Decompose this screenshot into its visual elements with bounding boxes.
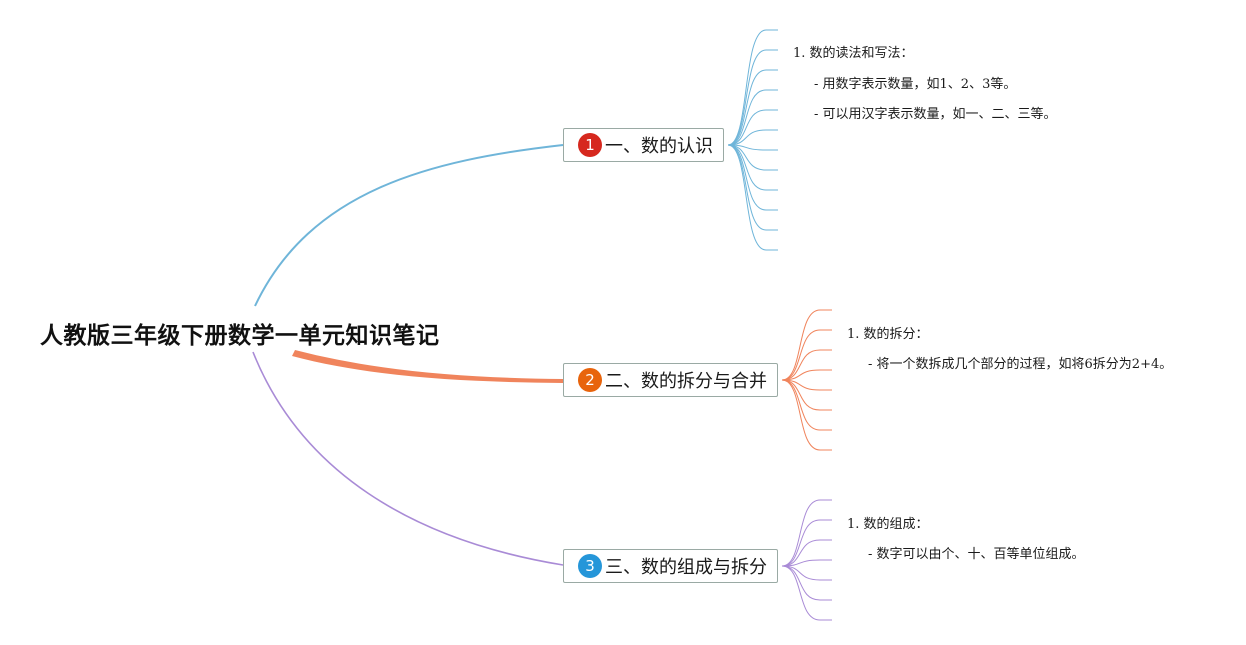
leaf-fan-branch-1 bbox=[727, 29, 778, 251]
number-badge-icon: 1 bbox=[578, 133, 602, 157]
leaf-connector bbox=[727, 29, 778, 146]
leaf-connector bbox=[727, 144, 778, 231]
note-line: - 将一个数拆成几个部分的过程，如将6拆分为2+4。 bbox=[868, 357, 1173, 372]
connector-branch-3 bbox=[252, 351, 564, 566]
leaf-connector bbox=[781, 369, 832, 381]
note-line: 1. 数的读法和写法： bbox=[793, 46, 914, 61]
leaf-connector bbox=[727, 89, 778, 146]
leaf-connector bbox=[781, 379, 832, 451]
leaf-connector bbox=[781, 565, 832, 601]
leaf-connector bbox=[727, 109, 778, 146]
leaf-connector bbox=[781, 309, 832, 381]
number-badge-icon: 2 bbox=[578, 368, 602, 392]
leaf-connector bbox=[727, 144, 778, 171]
leaf-connector bbox=[727, 49, 778, 146]
leaf-fan-branch-2 bbox=[781, 309, 832, 451]
note-line: 1. 数的拆分： bbox=[847, 327, 929, 342]
leaf-connector bbox=[781, 499, 832, 567]
leaf-connector bbox=[781, 329, 832, 381]
leaf-connector bbox=[727, 144, 778, 191]
number-badge-icon: 3 bbox=[578, 554, 602, 578]
note-line: - 用数字表示数量，如1、2、3等。 bbox=[814, 77, 1017, 92]
branch-topic-1[interactable]: 1 一、数的认识 bbox=[563, 128, 724, 162]
leaf-connector bbox=[781, 565, 832, 621]
branch-topic-2[interactable]: 2 二、数的拆分与合并 bbox=[563, 363, 778, 397]
note-line: - 数字可以由个、十、百等单位组成。 bbox=[868, 547, 1085, 562]
connector-branch-1 bbox=[254, 144, 564, 307]
note-line: - 可以用汉字表示数量，如一、二、三等。 bbox=[814, 107, 1057, 122]
leaf-connector bbox=[781, 539, 832, 567]
root-topic-title[interactable]: 人教版三年级下册数学一单元知识笔记 bbox=[40, 323, 440, 349]
leaf-connector bbox=[781, 349, 832, 381]
leaf-connector bbox=[727, 144, 778, 251]
leaf-connector bbox=[781, 519, 832, 567]
branch-label: 三、数的组成与拆分 bbox=[605, 557, 767, 578]
leaf-connector bbox=[727, 144, 778, 151]
branch-label: 一、数的认识 bbox=[605, 136, 713, 157]
leaf-connector bbox=[781, 559, 832, 567]
leaf-connector bbox=[727, 129, 778, 146]
leaf-fan-branch-3 bbox=[781, 499, 832, 621]
note-line: 1. 数的组成： bbox=[847, 517, 929, 532]
leaf-connector bbox=[727, 69, 778, 146]
branch-label: 二、数的拆分与合并 bbox=[605, 371, 767, 392]
connector-branch-2 bbox=[292, 350, 563, 383]
branch-topic-3[interactable]: 3 三、数的组成与拆分 bbox=[563, 549, 778, 583]
leaf-connector bbox=[781, 379, 832, 411]
leaf-connector bbox=[727, 144, 778, 211]
